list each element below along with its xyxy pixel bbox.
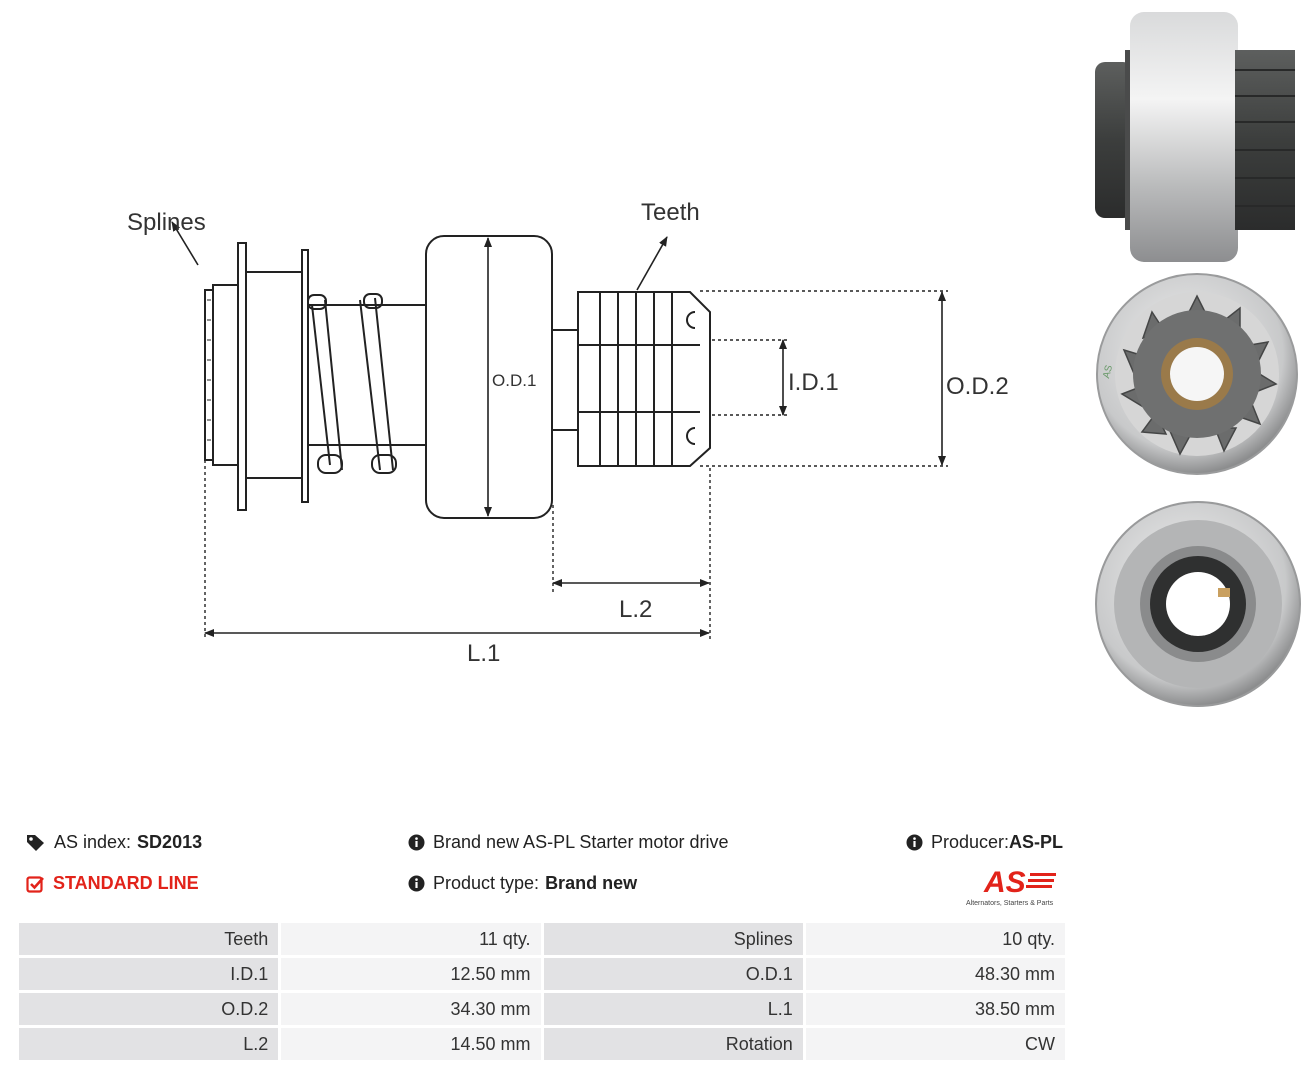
specs-table: Teeth 11 qty. Splines 10 qty. I.D.1 12.5… [15,920,1069,1063]
spec-value: 10 qty. [802,920,1069,958]
spec-value: 48.30 mm [802,955,1069,993]
od1-label: O.D.1 [492,371,536,390]
as-index-label: AS index: [54,832,132,852]
technical-drawing: Splines Teeth O.D.1 I.D.1 O.D.2 L.2 L.1 [127,199,1009,667]
product-photo-splines-end [1095,501,1301,707]
as-index-value: SD2013 [137,832,203,852]
splines-label: Splines [127,209,206,236]
teeth-label: Teeth [641,199,700,226]
l1-label: L.1 [467,640,500,667]
table-row: Teeth 11 qty. Splines 10 qty. [15,920,1069,958]
od2-label: O.D.2 [946,373,1009,400]
product-type-value: Brand new [545,873,638,893]
spec-key: Rotation [540,1025,806,1063]
producer-label: Producer: [931,832,1010,852]
check-square-icon [26,875,44,893]
producer-value: AS-PL [1009,832,1064,852]
table-row: L.2 14.50 mm Rotation CW [15,1025,1069,1063]
as-index: AS index: SD2013 [26,832,202,853]
drive-outline [204,235,711,519]
as-pl-logo: AS Alternators, Starters & Parts [966,866,1056,907]
logo-tagline: Alternators, Starters & Parts [966,900,1054,907]
table-row: I.D.1 12.50 mm O.D.1 48.30 mm [15,955,1069,993]
spec-key: O.D.2 [15,990,282,1028]
standard-line: STANDARD LINE [26,873,199,894]
spec-key: Teeth [15,920,282,958]
spec-value: 38.50 mm [802,990,1069,1028]
spec-value: 14.50 mm [278,1025,544,1063]
tags-icon [27,834,44,851]
info-circle-icon [408,834,425,851]
dimension-lines [171,221,946,637]
info-circle-icon [906,834,923,851]
spec-key: L.2 [15,1025,282,1063]
splines-marking [207,299,211,441]
spec-key: Splines [540,920,806,958]
producer: Producer: AS-PL [906,832,1063,853]
product-type: Product type: Brand new [408,873,637,894]
spec-value: 12.50 mm [278,955,544,993]
table-row: O.D.2 34.30 mm L.1 38.50 mm [15,990,1069,1028]
spec-key: O.D.1 [540,955,806,993]
description-text: Brand new AS-PL Starter motor drive [433,832,729,852]
description: Brand new AS-PL Starter motor drive [408,832,728,853]
info-circle-icon [408,875,425,892]
id1-label: I.D.1 [788,369,839,396]
spec-value: 34.30 mm [278,990,544,1028]
spec-key: I.D.1 [15,955,282,993]
product-type-label: Product type: [433,873,540,893]
standard-line-label: STANDARD LINE [53,873,199,893]
product-photo-side [1095,12,1295,262]
l2-label: L.2 [619,596,652,623]
spec-value: 11 qty. [278,920,544,958]
extension-lines [204,290,948,640]
as-mark: AS [1101,364,1115,380]
spec-value: CW [802,1025,1069,1063]
logo-mark: AS [983,866,1026,899]
spec-key: L.1 [540,990,806,1028]
product-photo-pinion-end: AS [1096,273,1298,475]
